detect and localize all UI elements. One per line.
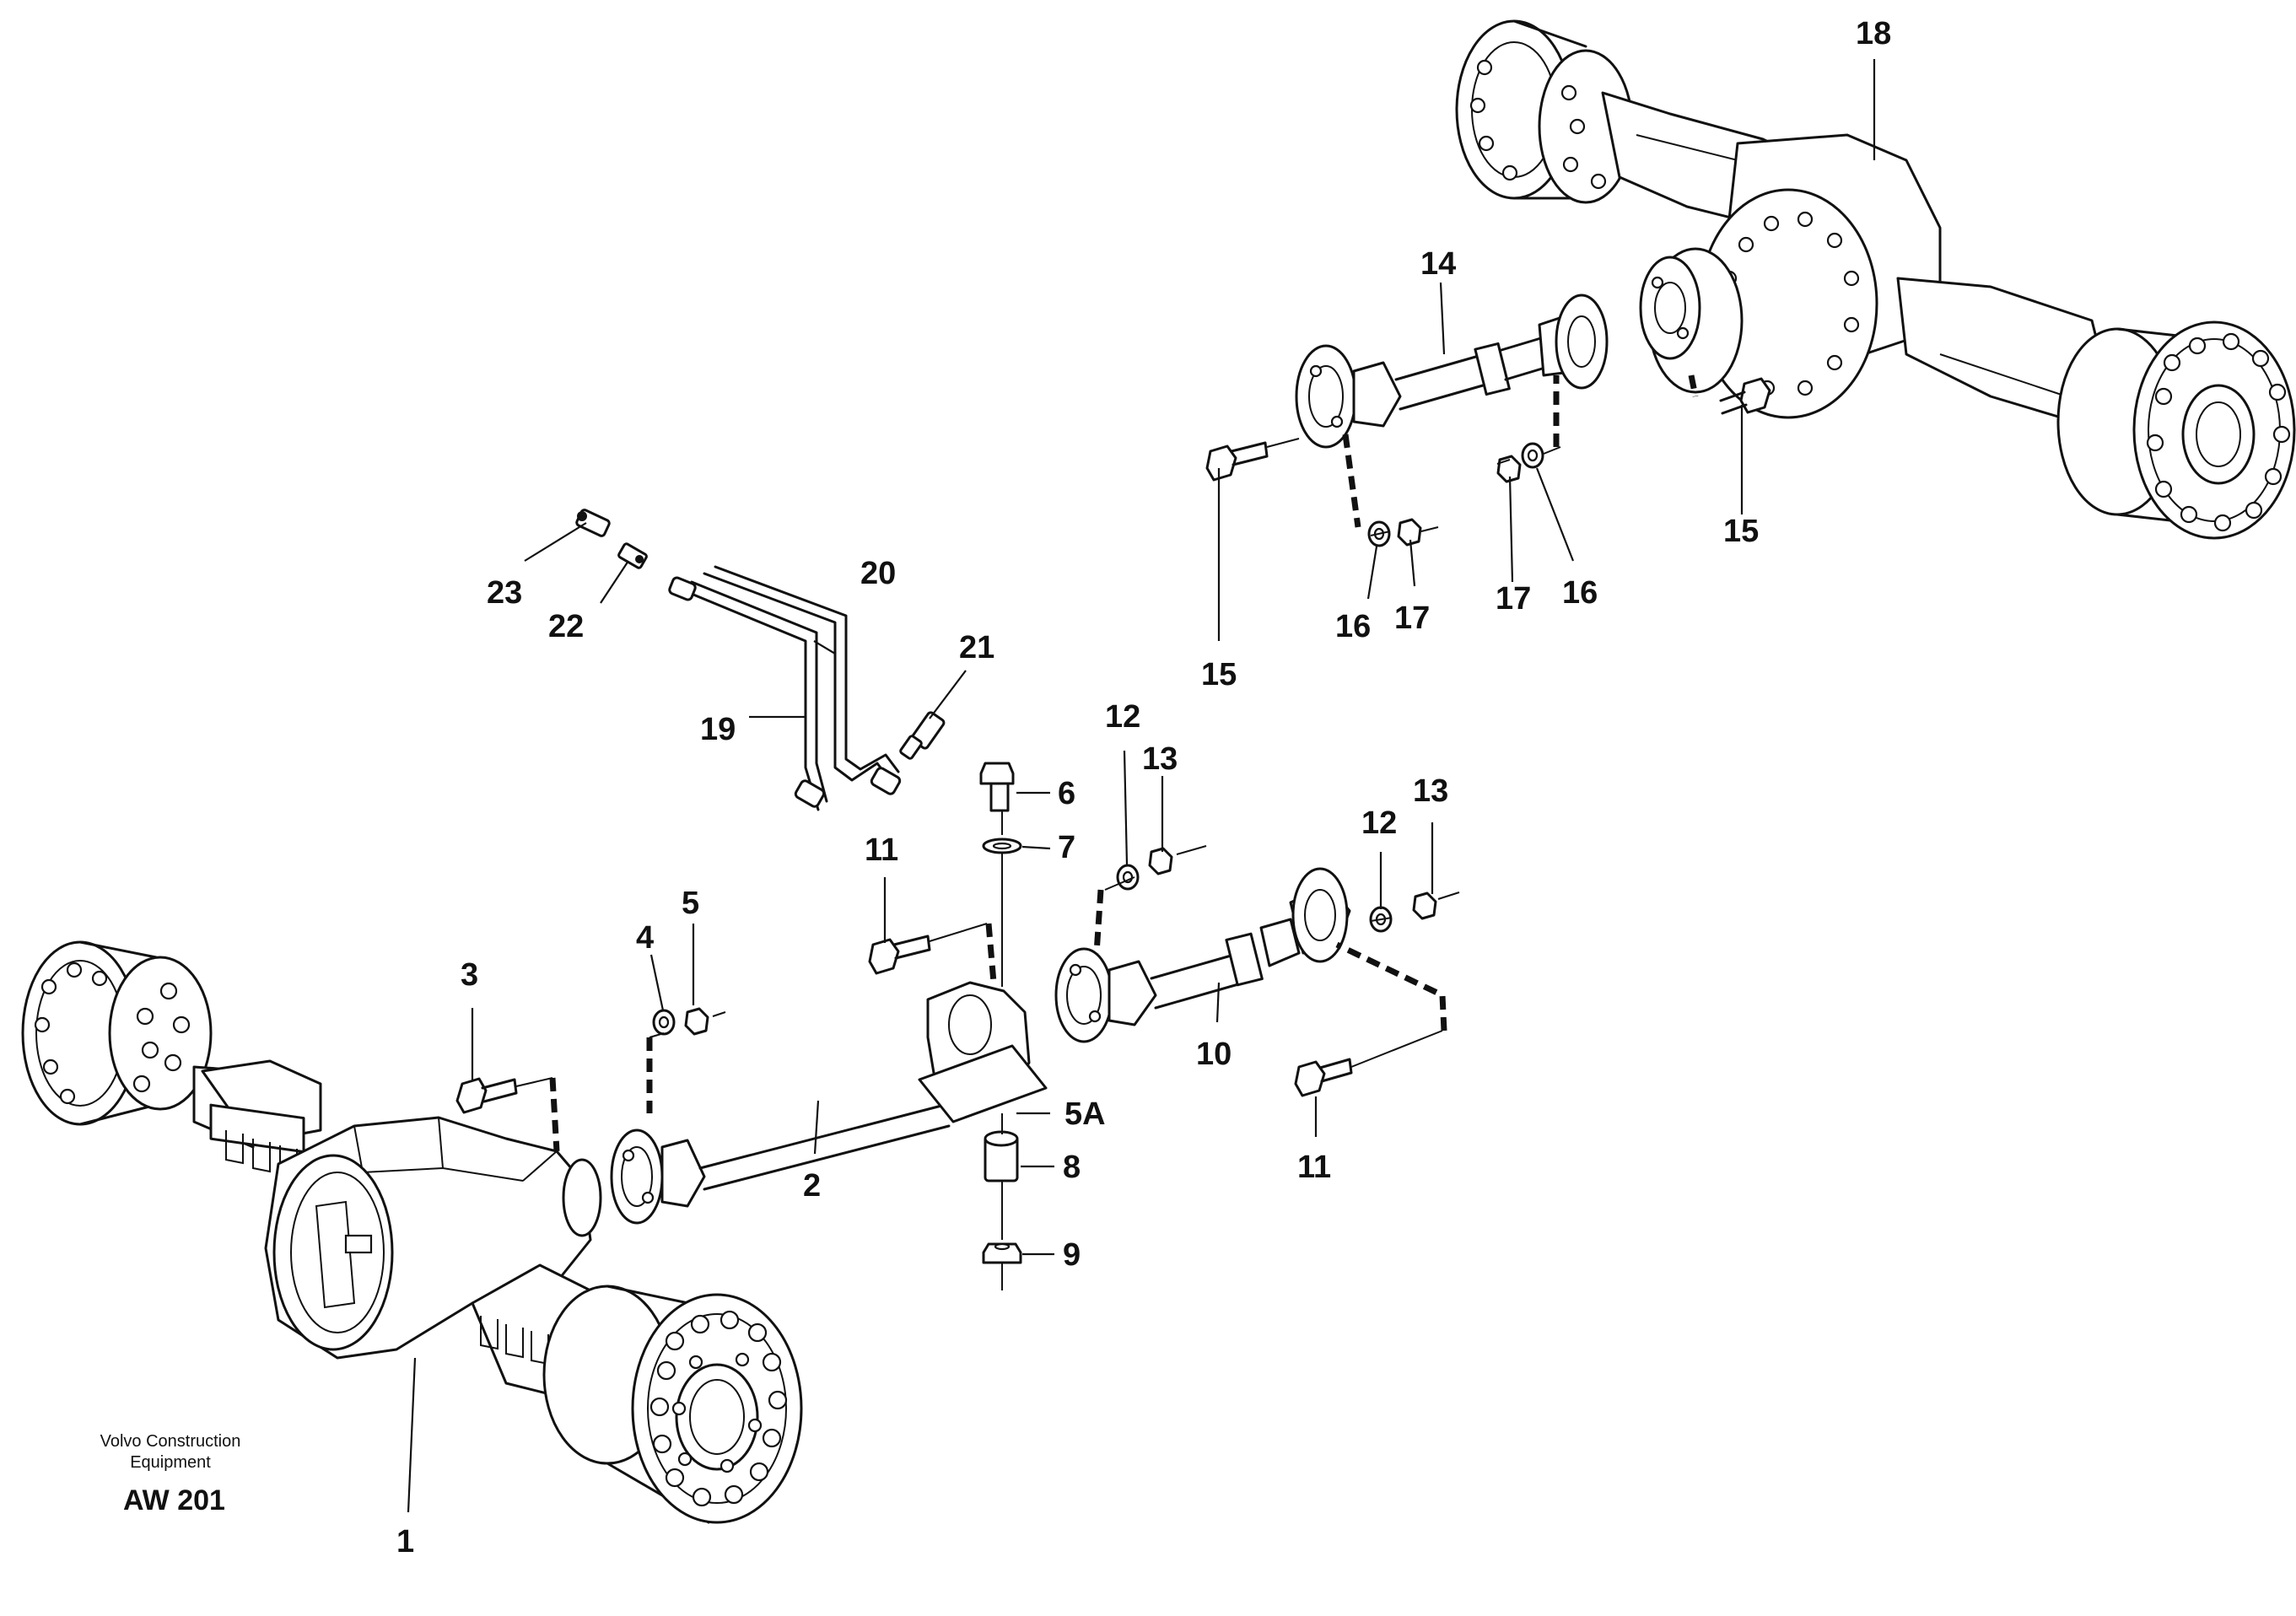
- callout-15-right: 15: [1723, 514, 1759, 549]
- front-axle-left-hub: [21, 940, 213, 1126]
- bolt-6: [979, 762, 1015, 812]
- drawing-footer: Volvo Construction Equipment AW 201: [100, 1432, 241, 1516]
- callout-3: 3: [461, 957, 478, 993]
- nut-17-left: [1397, 518, 1422, 547]
- callout-labels: 1 2 3 4 5 5A 6 7 8 9 10 11 11 12 12 13 1…: [396, 16, 1891, 1559]
- callout-22: 22: [548, 609, 584, 644]
- callout-6: 6: [1058, 776, 1075, 811]
- brand-name-line2: Equipment: [130, 1453, 211, 1472]
- callout-9: 9: [1063, 1237, 1081, 1273]
- callout-13-upper: 13: [1142, 741, 1178, 777]
- fitting-23: [575, 509, 611, 537]
- callout-5: 5: [682, 886, 699, 921]
- callout-19: 19: [700, 712, 736, 747]
- callout-17-right: 17: [1496, 581, 1531, 617]
- support-bracket: [918, 1044, 1048, 1123]
- callout-16-left: 16: [1335, 609, 1371, 644]
- bolt-3: [455, 1077, 518, 1114]
- callout-7: 7: [1058, 830, 1075, 865]
- callout-10: 10: [1196, 1037, 1232, 1072]
- callout-12-upper: 12: [1105, 699, 1140, 735]
- callout-17-left: 17: [1394, 601, 1430, 636]
- callout-16-right: 16: [1562, 575, 1598, 611]
- drawing-code: AW 201: [123, 1484, 225, 1516]
- callout-20: 20: [860, 556, 896, 591]
- callout-2: 2: [803, 1168, 821, 1204]
- nut-13-upper: [1148, 847, 1173, 875]
- intermediate-drive-shaft: [610, 981, 1048, 1225]
- callout-15-left: 15: [1201, 657, 1237, 692]
- bolt-11-upper: [868, 935, 931, 975]
- bolt-15-left: [1205, 441, 1269, 482]
- front-axle-right-hub: [542, 1285, 803, 1524]
- brand-name-line1: Volvo Construction: [100, 1432, 241, 1451]
- callout-14: 14: [1420, 246, 1456, 282]
- callout-18: 18: [1856, 16, 1891, 51]
- callout-13-right: 13: [1413, 773, 1448, 809]
- callout-12-right: 12: [1361, 805, 1397, 841]
- callout-1: 1: [396, 1524, 414, 1559]
- leader-lines: [407, 59, 1876, 1513]
- spacer-8: [984, 1130, 1019, 1182]
- callout-5A: 5A: [1064, 1096, 1106, 1132]
- bolt-15-right: [1719, 377, 1771, 415]
- rear-axle-assembly: [1455, 19, 2296, 540]
- front-axle-assembly: [21, 940, 803, 1524]
- bolt-11-lower: [1294, 1058, 1353, 1097]
- lubrication-lines: [575, 509, 946, 811]
- main-drive-shaft: [1054, 867, 1351, 1043]
- callout-4: 4: [636, 920, 654, 956]
- assembly-guide-lines: [515, 374, 1699, 1290]
- fitting-22: [617, 542, 648, 569]
- callout-21: 21: [959, 630, 994, 665]
- callout-23: 23: [487, 575, 522, 611]
- callout-11-upper: 11: [865, 832, 898, 868]
- nut-9: [982, 1242, 1022, 1264]
- nut-13-right: [1412, 891, 1437, 920]
- fitting-21: [899, 711, 946, 760]
- rear-drive-shaft: [1295, 294, 1609, 449]
- callout-8: 8: [1063, 1150, 1081, 1185]
- callout-11-lower: 11: [1297, 1150, 1331, 1185]
- nut-5: [684, 1007, 709, 1036]
